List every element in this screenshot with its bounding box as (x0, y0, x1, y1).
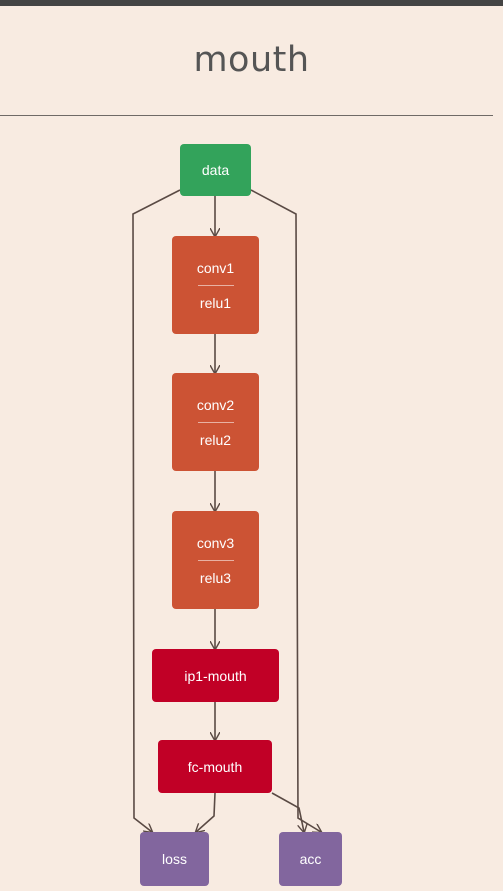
node-data[interactable]: data (180, 144, 251, 196)
node-conv3-divider (197, 559, 234, 561)
node-acc-label: acc (299, 851, 322, 867)
node-ip1-mouth-label: ip1-mouth (184, 667, 247, 684)
node-acc[interactable]: acc (279, 832, 342, 886)
node-conv3-label: conv3 (196, 534, 235, 551)
node-loss-label: loss (162, 851, 187, 867)
node-fc-mouth[interactable]: fc-mouth (158, 740, 272, 793)
node-conv1-sublabel: relu1 (199, 294, 232, 311)
node-conv2-label: conv2 (196, 396, 235, 413)
top-bar (0, 0, 503, 6)
node-data-label: data (201, 162, 230, 178)
title-divider (0, 115, 493, 116)
edge-data-to-acc (250, 189, 321, 832)
node-conv3[interactable]: conv3 relu3 (172, 511, 259, 609)
node-ip1-mouth[interactable]: ip1-mouth (152, 649, 279, 702)
node-fc-mouth-label: fc-mouth (187, 758, 243, 775)
edge-fc-to-loss (196, 792, 216, 832)
page-title: mouth (193, 40, 310, 80)
node-conv2-divider (197, 421, 234, 423)
node-conv2-sublabel: relu2 (199, 431, 232, 448)
node-conv1-label: conv1 (196, 259, 235, 276)
edge-fc-to-acc (271, 792, 304, 832)
node-loss[interactable]: loss (140, 832, 209, 886)
node-conv1[interactable]: conv1 relu1 (172, 236, 259, 334)
node-conv2[interactable]: conv2 relu2 (172, 373, 259, 471)
node-conv1-divider (197, 284, 234, 286)
node-conv3-sublabel: relu3 (199, 569, 232, 586)
